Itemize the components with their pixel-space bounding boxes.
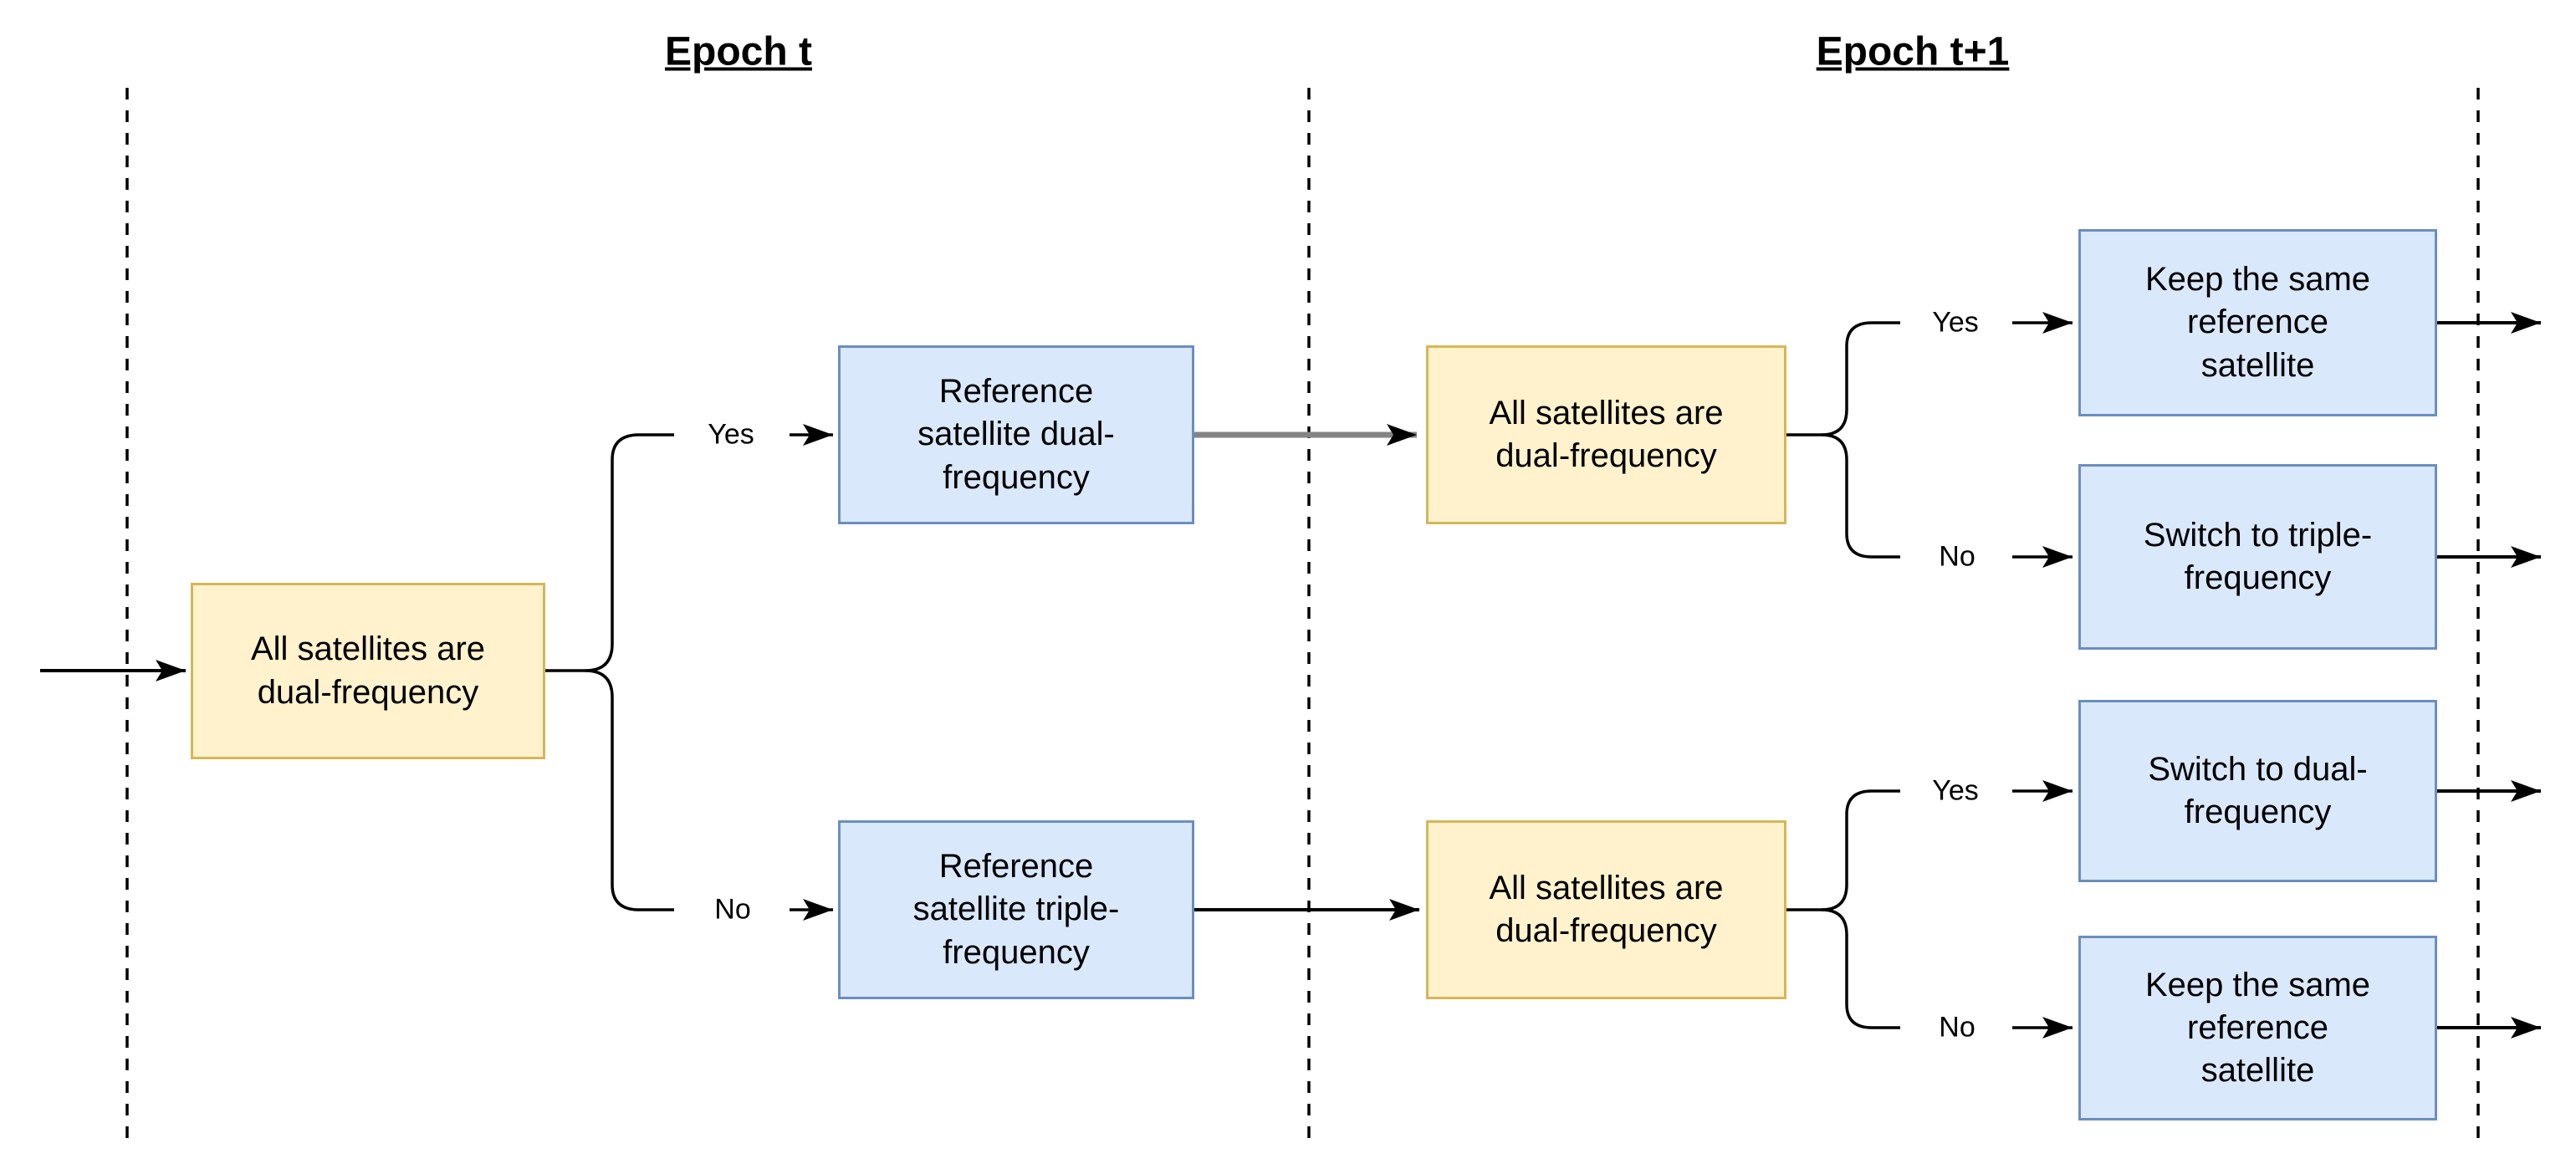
node-switch-dual: Switch to dual- frequency <box>2078 700 2437 882</box>
epoch-t-plus-1-header: Epoch t+1 <box>1816 29 2010 74</box>
node-keep-same-top: Keep the same reference satellite <box>2078 229 2437 416</box>
node-ref-sat-triple: Reference satellite triple- frequency <box>838 820 1194 999</box>
node-cond-bottom-all-dual: All satellites are dual-frequency <box>1426 820 1786 999</box>
branch-label-no-2: No <box>1939 540 1975 573</box>
fork3-no-branch <box>1821 908 1900 1029</box>
branch-label-yes-1: Yes <box>708 418 754 451</box>
node-start-all-sats-dual: All satellites are dual-frequency <box>191 583 545 759</box>
branch-label-no-3: No <box>1939 1011 1975 1044</box>
node-cond-top-all-dual: All satellites are dual-frequency <box>1426 345 1786 524</box>
node-ref-sat-dual: Reference satellite dual- frequency <box>838 345 1194 524</box>
branch-label-yes-3: Yes <box>1932 774 1979 807</box>
fork1-no-branch <box>585 669 674 911</box>
branch-label-yes-2: Yes <box>1932 306 1979 339</box>
epoch-t-header: Epoch t <box>665 29 812 74</box>
node-keep-same-bottom: Keep the same reference satellite <box>2078 936 2437 1120</box>
fork3-yes-branch <box>1786 789 1900 911</box>
node-switch-triple: Switch to triple- frequency <box>2078 464 2437 650</box>
fork2-yes-branch <box>1786 321 1900 436</box>
branch-label-no-1: No <box>714 893 751 926</box>
fork1-yes-branch <box>545 433 674 672</box>
fork2-no-branch <box>1821 433 1900 559</box>
